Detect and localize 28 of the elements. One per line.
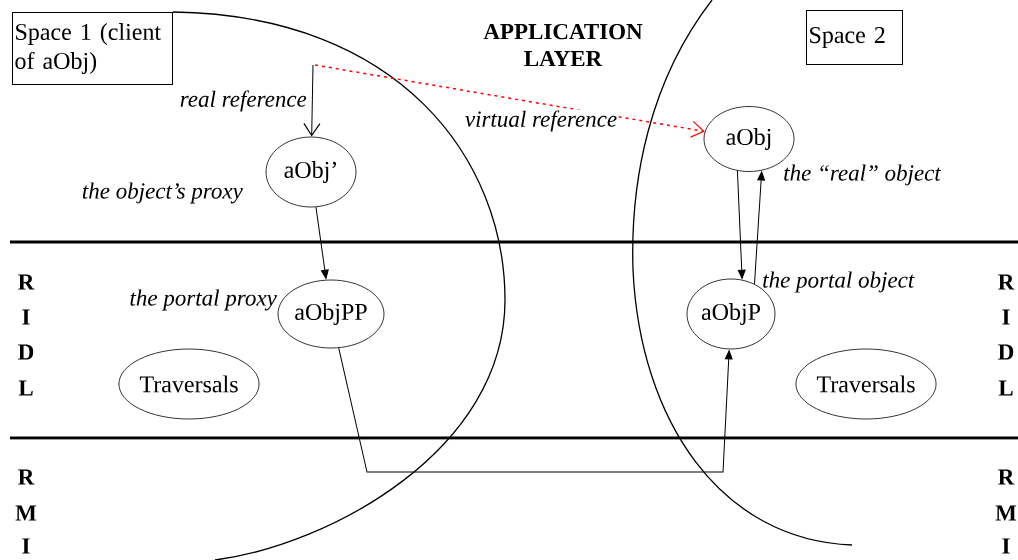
caption-text: the object’s proxy bbox=[82, 182, 243, 204]
layer-letter: M bbox=[995, 505, 1017, 521]
layer-letter: R bbox=[18, 274, 35, 290]
layer-letter: I bbox=[1002, 309, 1010, 325]
arrow bbox=[754, 171, 766, 285]
space-label-box: Space 1 (client of aObj) bbox=[12, 12, 173, 85]
layer-letter: L bbox=[18, 380, 33, 396]
layer-heading: APPLICATION LAYER bbox=[483, 23, 643, 67]
layer-letter: M bbox=[15, 505, 37, 521]
arrow bbox=[314, 64, 705, 138]
arrow bbox=[303, 64, 321, 137]
layer-letter: R bbox=[998, 469, 1015, 485]
layer-letter: R bbox=[998, 274, 1015, 290]
layer-letter: D bbox=[18, 344, 34, 360]
arrow bbox=[736, 170, 746, 279]
caption-text: the portal proxy bbox=[130, 289, 277, 311]
layer-letter: I bbox=[1002, 538, 1010, 554]
layer-letter: L bbox=[998, 380, 1013, 396]
edge-label: real reference bbox=[178, 89, 308, 113]
caption-text: the portal object bbox=[763, 271, 915, 293]
layer-letter: I bbox=[22, 309, 30, 325]
arrow bbox=[315, 206, 329, 279]
layer-letter: I bbox=[22, 538, 30, 554]
arrow bbox=[338, 347, 733, 473]
space-label-box: Space 2 bbox=[806, 10, 903, 65]
edge-label: virtual reference bbox=[463, 109, 619, 133]
layer-letter: D bbox=[998, 344, 1014, 360]
layer-letter: R bbox=[18, 469, 35, 485]
